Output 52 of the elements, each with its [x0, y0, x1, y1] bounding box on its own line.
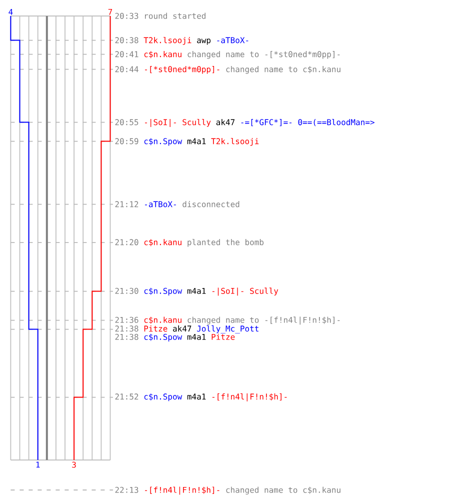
player-name: Pitze: [144, 325, 168, 332]
weapon-name: m4a1: [187, 138, 206, 144]
timestamp: 21:52: [115, 394, 138, 400]
count-label: 3: [72, 462, 76, 468]
timestamp: 20:38: [115, 37, 138, 44]
player-name: -=[*GFC*]=- 0==(==BloodMan=>: [241, 118, 374, 126]
event-text: disconnected: [182, 201, 240, 208]
timestamp: 21:12: [115, 201, 138, 208]
player-name: c$n.Spow: [144, 334, 182, 342]
player-name: c$n.kanu: [144, 316, 182, 324]
player-name: c$n.Spow: [144, 393, 182, 402]
player-name: T2k.lsooji: [211, 138, 259, 146]
timestamp: 21:36: [115, 316, 138, 323]
player-name: -aTBoX-: [145, 201, 176, 208]
player-name: c$n.kanu: [144, 51, 182, 58]
player-name: -|SoI|- Scully: [212, 288, 278, 296]
player-name: -[*st0ned*m0pp]-: [145, 66, 220, 74]
event-text: changed name to c$n.kanu: [226, 486, 340, 495]
player-name: T2k.lsooji: [144, 36, 192, 45]
player-name: -[f!n4l|F!n!$h]-: [212, 393, 287, 402]
count-label: 1: [36, 462, 40, 468]
weapon-name: awp: [197, 38, 211, 45]
player-name: -|SoI|- Scully: [145, 118, 211, 127]
player-name: -aTBoX-: [217, 37, 248, 44]
timestamp: 20:41: [115, 51, 138, 58]
weapon-name: ak47: [173, 325, 192, 332]
timestamp: 21:38: [115, 326, 138, 332]
weapon-name: m4a1: [187, 288, 206, 294]
player-name: Jolly_Mc_Pott: [197, 325, 258, 334]
count-label: 7: [108, 8, 112, 15]
player-name: c$n.Spow: [144, 138, 182, 146]
timestamp: 22:13: [115, 486, 138, 493]
timestamp: 20:33: [115, 12, 138, 19]
weapon-name: m4a1: [187, 394, 206, 400]
player-name: Pitze: [212, 334, 235, 340]
weapon-name: ak47: [216, 119, 235, 126]
event-text: round started: [145, 12, 206, 19]
event-text: planted the bomb: [188, 238, 264, 247]
timestamp: 21:30: [115, 288, 138, 294]
event-text: changed name to c$n.kanu: [226, 66, 340, 74]
player-name: -[f!n4l|F!n!$h]-: [145, 486, 220, 495]
player-name: c$n.kanu: [144, 239, 182, 246]
timestamp: 21:38: [115, 334, 138, 340]
event-text: changed name to -[f!n4l|F!n!$h]-: [188, 316, 340, 325]
timestamp: 21:20: [115, 239, 138, 246]
timestamp: 20:59: [115, 138, 138, 144]
player-name: c$n.Spow: [144, 288, 182, 296]
timestamp: 20:55: [115, 119, 138, 126]
event-text: changed name to -[*st0ned*m0pp]-: [188, 51, 340, 59]
weapon-name: m4a1: [187, 334, 206, 340]
count-label: 4: [8, 8, 13, 15]
timestamp: 20:44: [115, 66, 138, 72]
